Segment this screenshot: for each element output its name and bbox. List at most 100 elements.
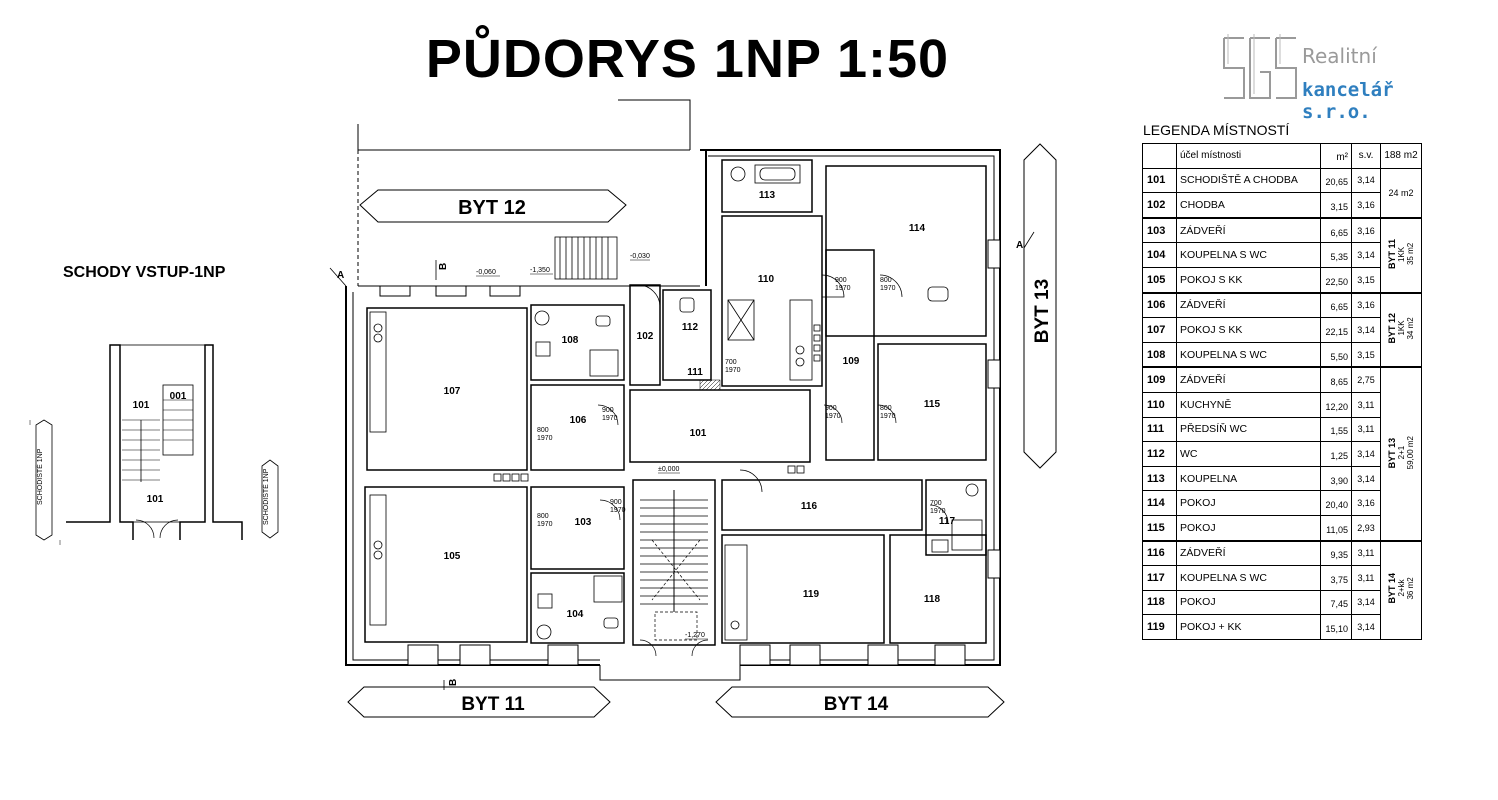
room-114: 114 — [909, 223, 926, 234]
level-1: -0,060 — [476, 269, 496, 276]
byt13-arrow: BYT 13 — [1023, 143, 1057, 469]
legend-header-purpose: účel místnosti — [1176, 143, 1321, 169]
top-staircase — [554, 236, 618, 280]
byt13-label: BYT 13 — [1032, 279, 1053, 343]
door-dim-2: 800 — [880, 277, 892, 284]
company-logo: Realitní kancelář s.r.o. — [1222, 32, 1452, 123]
room-113: 113 — [759, 190, 776, 201]
door-dim-3h: 1970 — [825, 413, 841, 420]
level-4: ±0,000 — [658, 466, 679, 473]
door-dim-10: 700 — [930, 500, 942, 507]
door-swings — [597, 274, 949, 657]
level-5: -1,270 — [685, 632, 705, 639]
hatched-wall — [699, 379, 721, 391]
section-a-left: A — [337, 270, 344, 281]
room-117: 117 — [939, 516, 956, 527]
room-111: 111 — [687, 367, 703, 378]
door-dim-1h: 1970 — [835, 285, 851, 292]
entrance-stair-detail — [29, 344, 279, 545]
level-marks: -0,060 -1,350 -0,030 ±0,000 -1,270 — [476, 253, 708, 640]
byt11-arrow: BYT 11 — [347, 686, 611, 718]
legend-header-sv: s.v. — [1351, 143, 1381, 169]
door-dim-10h: 1970 — [930, 508, 946, 515]
section-b-top: B — [438, 263, 449, 270]
room-108: 108 — [562, 335, 579, 346]
door-dim-6h: 1970 — [537, 435, 553, 442]
yard-outline — [357, 99, 700, 287]
legend-header-total: 188 m2 — [1380, 143, 1422, 169]
stair-room-101: 101 — [133, 400, 150, 411]
level-2: -1,350 — [530, 267, 550, 274]
stair-side-label-right: SCHODIŠTĚ 1NP — [261, 468, 270, 525]
room-106: 106 — [570, 415, 587, 426]
byt11-label: BYT 11 — [461, 694, 525, 715]
logo-text-realitni: Realitní — [1302, 44, 1377, 68]
room-102: 102 — [637, 331, 654, 342]
stair-room-101-bottom: 101 — [147, 494, 164, 505]
main-staircase — [640, 490, 708, 641]
door-dim-8h: 1970 — [610, 507, 626, 514]
door-dim-8: 900 — [610, 499, 622, 506]
room-walls — [364, 159, 987, 646]
level-3: -0,030 — [630, 253, 650, 260]
floor-plan: BYT 12 — [29, 99, 1057, 718]
door-dim-2h: 1970 — [880, 285, 896, 292]
room-119: 119 — [803, 589, 820, 600]
room-112: 112 — [682, 322, 699, 333]
logo-text-kancelar: kancelář s.r.o. — [1302, 79, 1394, 123]
legend-common-area: 24 m2 — [1380, 167, 1422, 219]
section-marks: A A B B — [329, 231, 1035, 690]
byt12-label: BYT 12 — [458, 197, 526, 219]
room-labels: 107 108 106 102 112 111 113 110 114 109 … — [444, 190, 956, 620]
sanitary-fixtures — [534, 164, 983, 640]
stair-room-001: 001 — [170, 391, 187, 402]
stair-side-label-left: SCHODIŠTĚ 1NP — [35, 448, 44, 505]
door-dim-7h: 1970 — [537, 521, 553, 528]
door-dim-9h: 1970 — [725, 367, 741, 374]
door-dim-5h: 1970 — [602, 415, 618, 422]
windows — [379, 239, 1001, 666]
section-b-bottom: B — [448, 679, 459, 686]
section-a-right: A — [1016, 240, 1023, 251]
door-dim-5: 900 — [602, 407, 614, 414]
byt14-arrow: BYT 14 — [715, 686, 1005, 718]
building-walls — [345, 149, 1001, 681]
vent-boxes — [493, 324, 821, 482]
door-dims: 900 1970 800 1970 900 1970 800 1970 900 … — [537, 277, 946, 528]
kitchen-counters — [369, 299, 813, 641]
room-118: 118 — [924, 594, 941, 605]
sgs-logo-mark — [1223, 34, 1297, 99]
door-dim-4: 800 — [880, 405, 892, 412]
room-109: 109 — [843, 356, 860, 367]
room-105: 105 — [444, 551, 461, 562]
page-title: PŮDORYS 1NP 1:50 — [425, 29, 950, 89]
schody-title: SCHODY VSTUP-1NP — [63, 264, 226, 281]
door-dim-9: 700 — [725, 359, 737, 366]
legend-title: LEGENDA MÍSTNOSTÍ — [1143, 122, 1290, 138]
room-107: 107 — [444, 386, 461, 397]
byt12-arrow: BYT 12 — [359, 189, 627, 223]
room-103: 103 — [575, 517, 592, 528]
